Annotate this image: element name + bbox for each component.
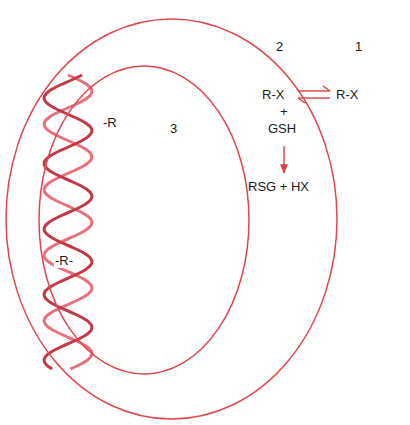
- nucleus: 3: [38, 65, 250, 375]
- compartment-number: 1: [355, 40, 362, 54]
- compartment-number: 3: [170, 122, 177, 136]
- product-label: RSG + HX: [248, 180, 309, 194]
- compartment-number: 2: [276, 40, 283, 54]
- reactant-label: R-X: [262, 88, 284, 102]
- reaction-arrow: [283, 146, 284, 173]
- reactant-label: R-X: [336, 88, 358, 102]
- adduct-label: -R: [102, 116, 118, 130]
- forward-arrow: [298, 90, 330, 91]
- outline: [5, 18, 338, 420]
- forward-arrow-head: [323, 86, 330, 91]
- reactant-label: GSH: [268, 122, 296, 136]
- adduct-label: -R-: [54, 254, 74, 268]
- outline: [38, 65, 250, 375]
- cell-membrane: 23: [5, 18, 338, 420]
- plus-sign: +: [280, 105, 288, 119]
